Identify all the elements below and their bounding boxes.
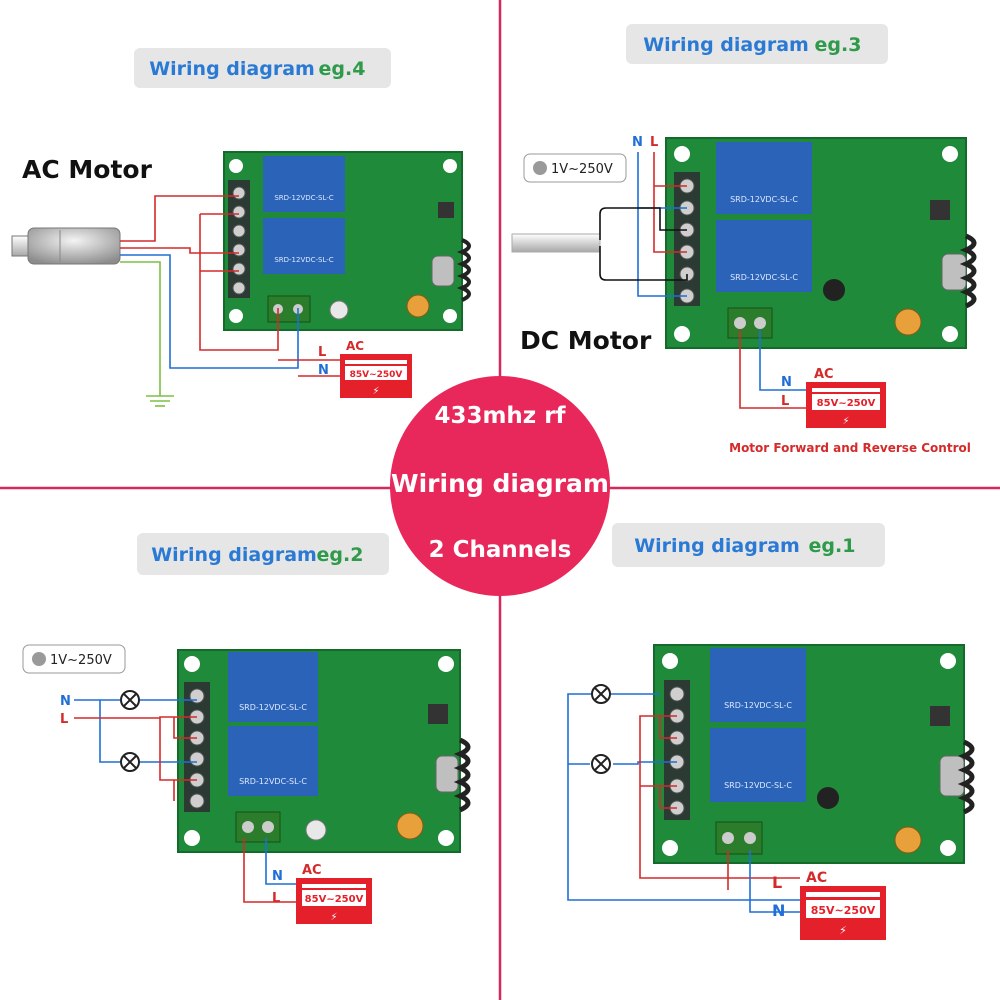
label-neutral-eg1: N [772, 901, 785, 920]
relay2-model: SRD-12VDC-SL-C [730, 273, 798, 282]
label-live-eg3: L [781, 394, 789, 409]
ac-motor-icon [11, 227, 121, 265]
label-neutral-eg4: N [318, 363, 329, 378]
relay1-model: SRD-12VDC-SL-C [730, 195, 798, 204]
svg-text:AC: AC [806, 870, 827, 886]
relay-board: SRD-12VDC-SL-C SRD-12VDC-SL-C [665, 137, 967, 349]
title-eg3: Wiring diagram [643, 34, 809, 56]
label-l-eg2: L [60, 712, 68, 727]
label-l-top-eg3: L [650, 135, 658, 150]
tag-eg3: eg.3 [815, 34, 862, 56]
voltage-chip-eg2 [22, 644, 126, 674]
wire-motor-red-b [120, 247, 239, 254]
wire-motor-neutral [120, 254, 299, 369]
relay1-model: SRD-12VDC-SL-C [724, 701, 792, 710]
title-pill-eg3 [626, 24, 888, 64]
title-pill-eg4 [134, 48, 391, 88]
label-live-eg1: L [772, 873, 782, 892]
tag-eg1: eg.1 [809, 535, 856, 557]
panel-eg2: Wiring diagram eg.2 1V~250V SRD-12VDC-SL… [22, 533, 471, 924]
relay-board: SRD-12VDC-SL-C SRD-12VDC-SL-C [177, 649, 461, 853]
svg-text:85V~250V: 85V~250V [817, 398, 876, 409]
bolt-icon [533, 161, 547, 175]
antenna-eg3 [959, 233, 977, 309]
label-live-eg4: L [318, 345, 326, 360]
title-eg2: Wiring diagram [151, 544, 317, 566]
antenna-eg1 [957, 739, 975, 815]
center-circle [390, 376, 610, 596]
voltage-eg2: 1V~250V [50, 653, 112, 668]
relay-board: SRD-12VDC-SL-C SRD-12VDC-SL-C [223, 151, 463, 331]
svg-text:AC: AC [814, 367, 834, 382]
ground-symbol [146, 395, 174, 407]
svg-text:⚡: ⚡ [330, 912, 337, 923]
relay1-model: SRD-12VDC-SL-C [239, 703, 307, 712]
center-line1: 433mhz rf [434, 403, 566, 429]
center-badge: 433mhz rf Wiring diagram 2 Channels [390, 376, 610, 596]
svg-text:⚡: ⚡ [372, 386, 379, 397]
label-neutral-eg3: N [781, 375, 792, 390]
lamp-icon [591, 754, 611, 774]
relay2-model: SRD-12VDC-SL-C [724, 781, 792, 790]
power-box-eg2: AC 85V~250V ⚡ [296, 863, 372, 924]
center-line3: 2 Channels [429, 537, 572, 563]
svg-text:AC: AC [346, 339, 364, 353]
svg-text:85V~250V: 85V~250V [305, 894, 364, 905]
panel-eg3: Wiring diagram eg.3 1V~250V DC Motor SRD… [511, 24, 977, 455]
wire-ground [120, 261, 161, 396]
relay2-model: SRD-12VDC-SL-C [239, 777, 307, 786]
tag-eg4: eg.4 [319, 58, 366, 80]
panel-eg1: Wiring diagram eg.1 SRD-12VDC-SL-C SRD-1… [567, 523, 975, 940]
note-eg3: Motor Forward and Reverse Control [729, 441, 971, 455]
wire-live-common [199, 213, 279, 351]
power-box-eg4: AC 85V~250V ⚡ [340, 339, 412, 398]
center-line2: Wiring diagram [391, 469, 609, 498]
antenna-eg2 [453, 737, 471, 813]
voltage-chip-eg3 [523, 153, 627, 183]
svg-text:85V~250V: 85V~250V [811, 904, 876, 917]
motor-label-ac: AC Motor [22, 155, 153, 184]
relay-board: SRD-12VDC-SL-C SRD-12VDC-SL-C [653, 644, 965, 864]
label-n-top-eg3: N [632, 135, 643, 150]
title-pill-eg1 [612, 523, 885, 567]
relay2-model: SRD-12VDC-SL-C [274, 256, 333, 264]
power-box-eg1: AC 85V~250V ⚡ [800, 870, 886, 940]
svg-text:⚡: ⚡ [839, 924, 847, 937]
svg-text:85V~250V: 85V~250V [350, 370, 403, 380]
title-eg4: Wiring diagram [149, 58, 315, 80]
svg-text:⚡: ⚡ [842, 416, 849, 427]
label-live-eg2: L [272, 891, 280, 906]
lamp-icon [591, 684, 611, 704]
bolt-icon [32, 652, 46, 666]
voltage-eg3: 1V~250V [551, 162, 613, 177]
label-neutral-eg2: N [272, 869, 283, 884]
dc-motor-icon [511, 233, 601, 253]
panel-eg4: Wiring diagram eg.4 AC Motor SRD-12VDC-S… [11, 48, 471, 407]
title-eg1: Wiring diagram [634, 535, 800, 557]
relay1-model: SRD-12VDC-SL-C [274, 194, 333, 202]
svg-text:AC: AC [302, 863, 322, 878]
motor-label-dc: DC Motor [520, 326, 652, 355]
lamp-icon [120, 752, 140, 772]
antenna-eg4 [456, 238, 471, 302]
label-n-eg2: N [60, 694, 71, 709]
title-pill-eg2 [137, 533, 389, 575]
wire-motor-red-a [120, 195, 239, 242]
power-box-eg3: AC 85V~250V ⚡ [806, 367, 886, 428]
lamp-icon [120, 690, 140, 710]
tag-eg2: eg.2 [317, 544, 364, 566]
